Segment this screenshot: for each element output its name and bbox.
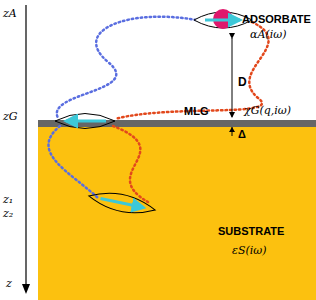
graphene-layer bbox=[38, 120, 316, 127]
red-dotted-path bbox=[113, 126, 148, 202]
axis-position-label: z₂ bbox=[3, 208, 13, 220]
substrate-dipole-lens bbox=[87, 188, 157, 219]
graphene-title: MLG bbox=[184, 105, 208, 117]
dipole-arrow bbox=[66, 120, 106, 123]
axis-arrowhead bbox=[22, 284, 30, 294]
dielectric-label: εS(iω) bbox=[232, 245, 267, 257]
gap-label: Δ bbox=[238, 128, 246, 140]
axis-position-label: zG bbox=[3, 111, 18, 123]
distance-arrow bbox=[232, 38, 233, 117]
dipole-arrow bbox=[205, 19, 240, 22]
blue-dotted-path bbox=[57, 17, 196, 118]
z-axis bbox=[25, 5, 26, 286]
axis-name: z bbox=[6, 278, 12, 290]
axis-position-label: z₁ bbox=[3, 194, 13, 206]
polarizability-label: αA(iω) bbox=[250, 29, 286, 41]
substrate-title: SUBSTRATE bbox=[218, 225, 284, 237]
adsorbate-title: ADSORBATE bbox=[242, 13, 311, 25]
axis-position-label: zA bbox=[3, 8, 17, 20]
gap-arrowhead bbox=[229, 127, 235, 132]
substrate-region bbox=[38, 127, 316, 300]
substrate-band: SUBSTRATE εS(iω) bbox=[38, 127, 316, 300]
distance-label: D bbox=[238, 76, 247, 89]
dipole-arrow bbox=[100, 198, 143, 207]
blue-dotted-path bbox=[48, 126, 98, 198]
response-label: χG(q,iω) bbox=[244, 105, 291, 117]
graphene-dipole-lens bbox=[55, 114, 115, 129]
